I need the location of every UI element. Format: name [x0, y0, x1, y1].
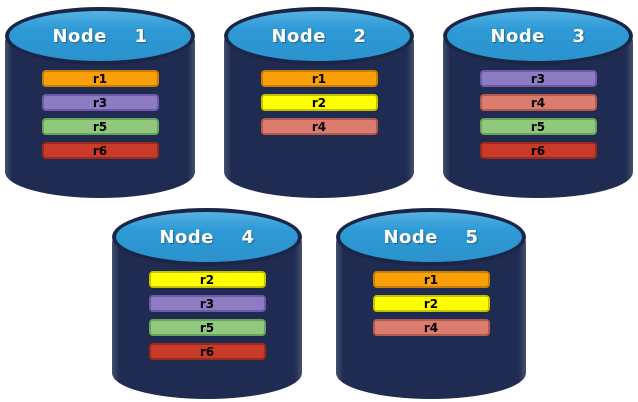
node-row-top: Node 1 r1 r3 r5 r6 Node 2 r1 r2 r4 Node 3 r3 r4 r5 r6 [0, 0, 638, 198]
replica-bar-r2: r2 [260, 94, 378, 111]
node-row-bottom: Node 4 r2 r3 r5 r6 Node 5 r1 r2 r4 [0, 205, 638, 399]
cylinder-top: Node 1 [5, 7, 195, 65]
node-label: Node 2 [271, 25, 367, 47]
cylinder-top: Node 3 [443, 7, 633, 65]
node-label: Node 4 [159, 226, 255, 248]
db-cylinder-node-4: Node 4 r2 r3 r5 r6 [111, 205, 303, 399]
replica-bar-r3: r3 [41, 94, 159, 111]
replica-bar-list: r1 r2 r4 [223, 70, 415, 135]
cylinder-top: Node 2 [224, 7, 414, 65]
db-cylinder-node-1: Node 1 r1 r3 r5 r6 [4, 4, 196, 198]
replica-bar-r3: r3 [148, 295, 266, 312]
node-label: Node 3 [490, 25, 586, 47]
db-cylinder-node-5: Node 5 r1 r2 r4 [335, 205, 527, 399]
replica-bar-r6: r6 [148, 343, 266, 360]
replica-bar-r6: r6 [479, 142, 597, 159]
cylinder-top: Node 5 [336, 208, 526, 266]
replica-bar-r1: r1 [260, 70, 378, 87]
db-cylinder-node-3: Node 3 r3 r4 r5 r6 [442, 4, 634, 198]
replica-bar-r5: r5 [41, 118, 159, 135]
node-label: Node 5 [383, 226, 479, 248]
replica-bar-list: r1 r2 r4 [335, 271, 527, 336]
cylinder-top: Node 4 [112, 208, 302, 266]
replica-bar-r3: r3 [479, 70, 597, 87]
replica-bar-r1: r1 [41, 70, 159, 87]
replica-bar-r4: r4 [260, 118, 378, 135]
db-cylinder-node-2: Node 2 r1 r2 r4 [223, 4, 415, 198]
replica-bar-r5: r5 [479, 118, 597, 135]
replica-bar-r6: r6 [41, 142, 159, 159]
replica-bar-r1: r1 [372, 271, 490, 288]
replica-bar-r4: r4 [372, 319, 490, 336]
replica-bar-r2: r2 [148, 271, 266, 288]
replica-bar-list: r2 r3 r5 r6 [111, 271, 303, 360]
replica-bar-r5: r5 [148, 319, 266, 336]
replica-bar-r2: r2 [372, 295, 490, 312]
replica-bar-r4: r4 [479, 94, 597, 111]
replica-bar-list: r3 r4 r5 r6 [442, 70, 634, 159]
replica-bar-list: r1 r3 r5 r6 [4, 70, 196, 159]
node-label: Node 1 [52, 25, 148, 47]
